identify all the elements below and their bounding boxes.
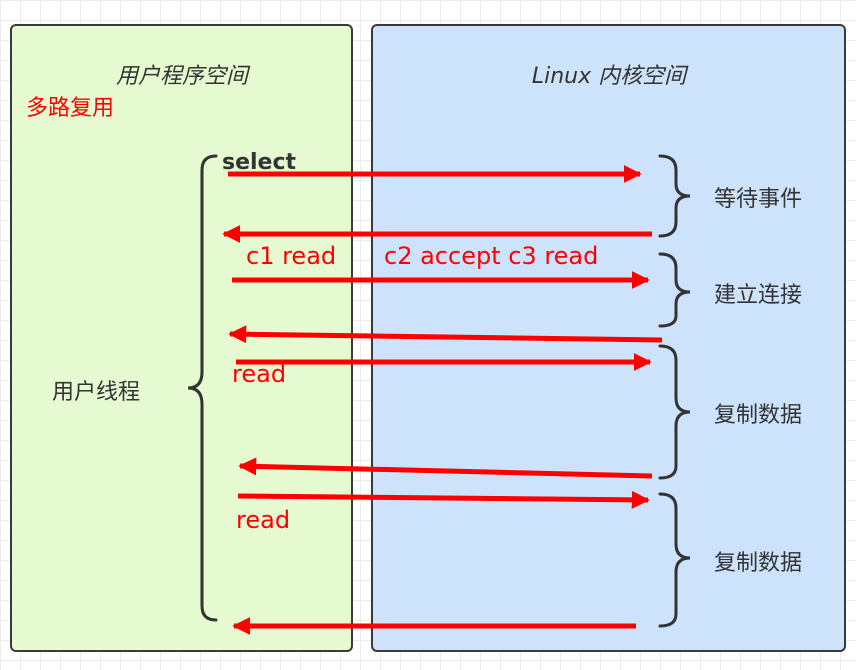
user-space-panel — [10, 24, 353, 652]
brace-copy-data-1 — [658, 344, 691, 480]
arrow-to-user-6 — [238, 457, 653, 479]
brace-wait-event — [658, 154, 691, 238]
arrow-layer — [222, 165, 663, 635]
kernel-phase-braces — [658, 154, 691, 628]
brace-establish-connection — [658, 252, 691, 328]
arrow-to-kernel-7 — [237, 490, 650, 509]
multiplexing-label: 多路复用 — [26, 96, 115, 121]
c2-accept-c3-read-label: c2 accept c3 read — [384, 242, 599, 270]
phase-label-wait-event: 等待事件 — [714, 187, 803, 212]
select-call-label: select — [222, 150, 297, 175]
phase-label-establish-connection: 建立连接 — [714, 283, 803, 308]
brace-copy-data-2 — [658, 492, 691, 628]
user-thread-brace — [187, 154, 218, 622]
read-label-1: read — [232, 360, 287, 388]
phase-label-copy-data-1: 复制数据 — [714, 403, 803, 428]
c1-read-label: c1 read — [246, 242, 337, 270]
arrow-to-user-4 — [228, 325, 663, 344]
kernel-space-title: Linux 内核空间 — [531, 64, 687, 89]
user-space-title: 用户程序空间 — [115, 64, 249, 89]
read-label-2: read — [236, 506, 291, 534]
phase-label-copy-data-2: 复制数据 — [714, 551, 803, 576]
user-thread-label: 用户线程 — [52, 380, 141, 405]
